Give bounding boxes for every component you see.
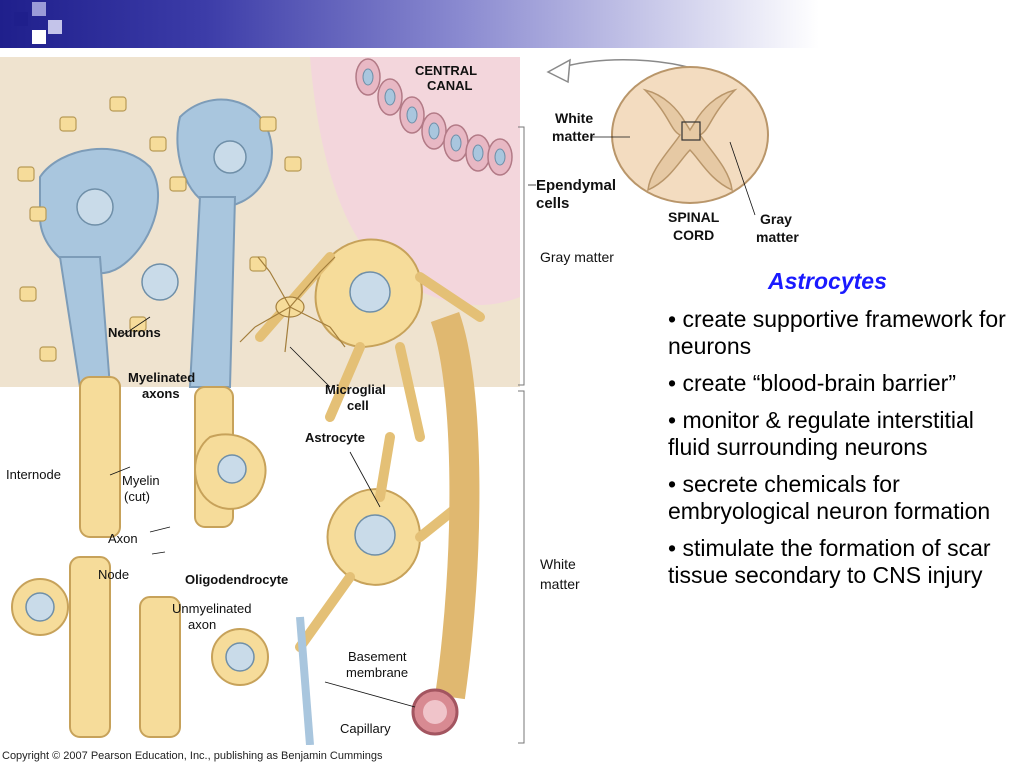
label-basement-1: Basement <box>348 649 407 664</box>
capillary <box>411 311 480 736</box>
bullet-list: • create supportive framework for neuron… <box>668 306 1018 599</box>
label-white-matter-2: matter <box>540 576 580 592</box>
neuron-bodies <box>39 98 273 388</box>
label-neurons: Neurons <box>108 325 161 340</box>
label-oligodendrocyte: Oligodendrocyte <box>185 572 288 587</box>
inset-label-gray-2: matter <box>756 229 799 245</box>
bullet-item: • create supportive framework for neuron… <box>668 306 1006 359</box>
glial-cells-illustration: CENTRAL CANAL Neurons Myelinated axons M… <box>0 57 525 745</box>
ependymal-nuclei <box>362 68 506 166</box>
slide-title: Astrocytes <box>768 268 887 294</box>
label-microglial-2: cell <box>347 398 369 413</box>
label-white-matter-1: White <box>540 556 576 572</box>
slide-header-bar <box>0 0 1024 48</box>
inset-label-white-2: matter <box>552 128 595 144</box>
bullet-item: • secrete chemicals for embryological ne… <box>668 471 991 524</box>
bullet-item: • monitor & regulate interstitial fluid … <box>668 407 974 460</box>
white-matter-nuclei <box>25 592 255 672</box>
inset-arrow-head <box>546 58 571 84</box>
label-ependymal-2: cells <box>536 195 569 212</box>
label-astrocyte: Astrocyte <box>305 430 365 445</box>
label-ependymal-1: Ependymal <box>536 177 616 194</box>
header-square-4 <box>32 30 46 44</box>
label-myelin-1: Myelin <box>122 473 160 488</box>
label-unmyelinated-1: Unmyelinated <box>172 601 252 616</box>
header-square-2 <box>32 2 46 16</box>
leader-lines <box>109 316 416 708</box>
gray-matter-bracket <box>518 126 525 386</box>
label-central-canal-1: CENTRAL <box>415 63 477 78</box>
oligodendrocyte-nucleus <box>217 454 247 484</box>
inset-label-spinal-1: SPINAL <box>668 209 720 225</box>
bullet-item: • stimulate the formation of scar tissue… <box>668 535 991 588</box>
inset-label-spinal-2: CORD <box>673 227 714 243</box>
astrocytes <box>255 238 485 652</box>
white-matter-bracket <box>518 390 525 744</box>
label-internode: Internode <box>6 467 61 482</box>
outer-labels: Ependymal cells Gray matter White matter <box>528 177 616 592</box>
synaptic-knobs <box>17 96 302 362</box>
label-central-canal-2: CANAL <box>427 78 473 93</box>
header-square-1 <box>14 12 28 26</box>
inset-label-white-1: White <box>555 110 593 126</box>
label-gray-matter: Gray matter <box>540 249 614 265</box>
label-axon: Axon <box>108 531 138 546</box>
label-microglial-1: Microglial <box>325 382 386 397</box>
label-myelin-2: (cut) <box>124 489 150 504</box>
label-node: Node <box>98 567 129 582</box>
label-myelinated-2: axons <box>142 386 180 401</box>
label-unmyelinated-2: axon <box>188 617 216 632</box>
label-capillary: Capillary <box>340 721 391 736</box>
bullet-item: • create “blood-brain barrier” <box>668 370 957 396</box>
astrocyte-nuclei <box>349 271 396 556</box>
spinal-cord-inset: White matter SPINAL CORD Gray matter <box>546 54 799 245</box>
unmyelinated-axon <box>296 616 314 745</box>
neuron-nuclei <box>76 140 247 301</box>
microglial-cell <box>239 256 346 353</box>
copyright-text: Copyright © 2007 Pearson Education, Inc.… <box>2 750 383 762</box>
label-basement-2: membrane <box>346 665 408 680</box>
inset-label-gray-1: Gray <box>760 211 792 227</box>
inset-box <box>681 121 701 141</box>
label-myelinated-1: Myelinated <box>128 370 195 385</box>
header-square-3 <box>48 20 62 34</box>
